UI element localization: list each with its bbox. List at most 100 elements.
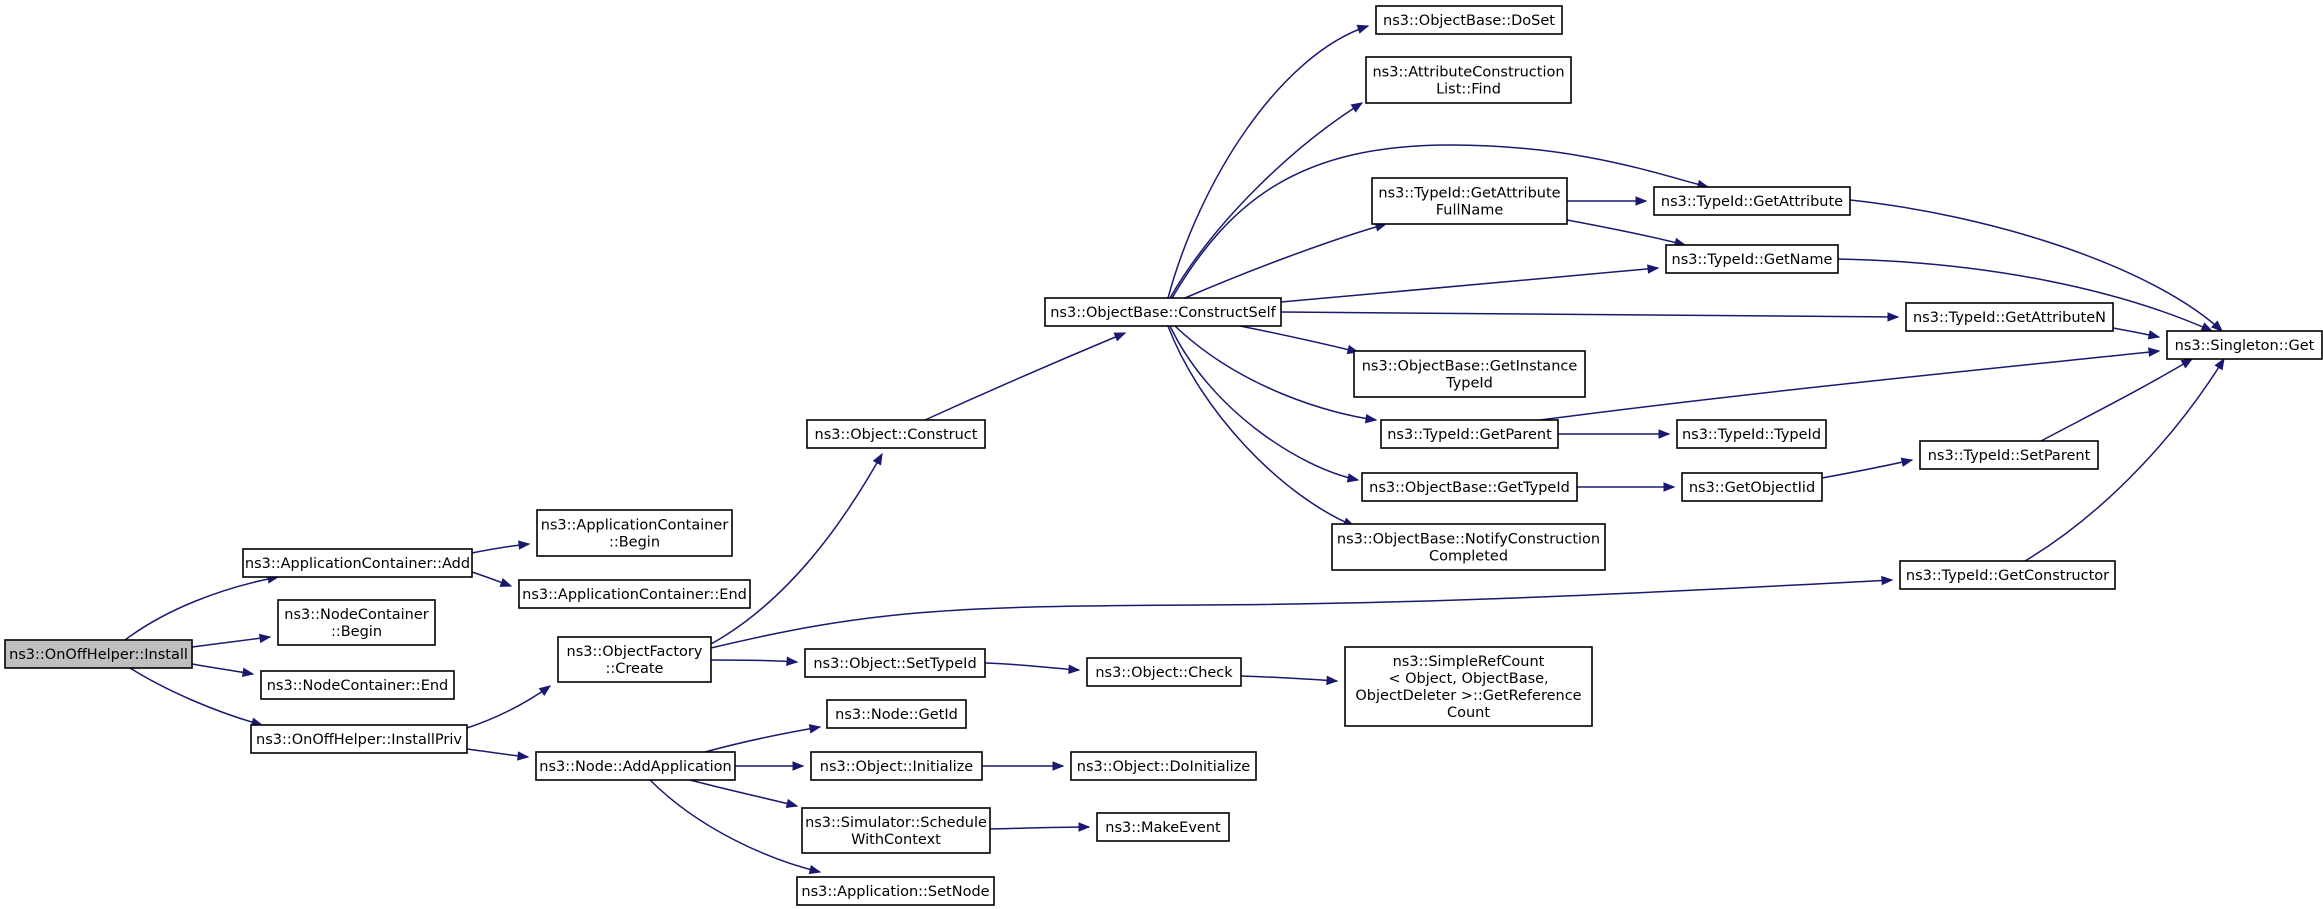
node-box xyxy=(801,807,991,854)
node-singleton-get[interactable]: ns3::Singleton::Get xyxy=(2166,330,2323,360)
node-label: ns3::Object::Check xyxy=(1095,665,1233,681)
edge-line xyxy=(1240,675,1338,682)
node-obj-init[interactable]: ns3::Object::Initialize xyxy=(810,751,983,781)
node-box xyxy=(796,876,995,906)
node-appc-end[interactable]: ns3::ApplicationContainer::End xyxy=(518,579,751,609)
node-appc-begin[interactable]: ns3::ApplicationContainer::Begin xyxy=(536,509,733,557)
edge-arrowhead xyxy=(808,864,822,875)
edge-install_priv-to-node_addapp xyxy=(466,748,530,761)
node-box xyxy=(1070,751,1257,781)
edge-arrowhead xyxy=(2214,357,2225,371)
edge-tid_getattrfull-to-tid_getattr xyxy=(1567,196,1648,206)
node-obj-settypeid[interactable]: ns3::Object::SetTypeId xyxy=(804,648,986,678)
node-ob-gettypeid[interactable]: ns3::ObjectBase::GetTypeId xyxy=(1361,472,1578,502)
node-tid-setparent[interactable]: ns3::TypeId::SetParent xyxy=(1919,440,2099,470)
node-label: ns3::ApplicationContainer::Add xyxy=(245,556,470,572)
edge-arrowhead xyxy=(872,452,883,466)
edge-arrowhead xyxy=(517,751,530,761)
edge-line xyxy=(1184,223,1387,299)
edge-line xyxy=(710,579,1893,649)
node-ob-notify[interactable]: ns3::ObjectBase::NotifyConstructionCompl… xyxy=(1331,523,1606,571)
node-node-getid[interactable]: ns3::Node::GetId xyxy=(826,699,967,729)
node-install-priv[interactable]: ns3::OnOffHelper::InstallPriv xyxy=(250,724,468,754)
node-ob-construct[interactable]: ns3::ObjectBase::ConstructSelf xyxy=(1044,297,1282,327)
edge-ob_construct-to-ob_getinst xyxy=(1239,325,1360,355)
edge-arrowhead xyxy=(1356,24,1370,34)
node-tid-typeid[interactable]: ns3::TypeId::TypeId xyxy=(1676,419,1827,449)
edge-line xyxy=(1539,350,2160,421)
edge-line xyxy=(649,779,821,873)
node-label: ::Begin xyxy=(609,535,660,551)
edge-of_create-to-obj_settypeid xyxy=(710,656,799,666)
edge-arrowhead xyxy=(1647,264,1660,274)
edge-arrowhead xyxy=(785,798,799,809)
edge-line xyxy=(710,659,798,663)
edge-arrowhead xyxy=(2211,320,2223,332)
node-box xyxy=(1365,56,1572,104)
edge-arrowhead xyxy=(1113,332,1127,342)
node-tid-getctor[interactable]: ns3::TypeId::GetConstructor xyxy=(1899,560,2116,590)
edge-arrowhead xyxy=(538,685,552,696)
node-tid-getattrn[interactable]: ns3::TypeId::GetAttributeN xyxy=(1905,302,2114,332)
edge-line xyxy=(124,576,279,641)
node-appc-add[interactable]: ns3::ApplicationContainer::Add xyxy=(242,548,473,578)
node-ob-doset[interactable]: ns3::ObjectBase::DoSet xyxy=(1375,5,1563,35)
node-box xyxy=(536,509,733,557)
edge-line xyxy=(704,726,821,753)
node-box xyxy=(1899,560,2116,590)
edge-obj_init-to-obj_doinit xyxy=(982,761,1065,771)
node-app-setnode[interactable]: ns3::Application::SetNode xyxy=(796,876,995,906)
node-nodec-begin[interactable]: ns3::NodeContainer::Begin xyxy=(277,599,436,646)
node-getobjectiid[interactable]: ns3::GetObjectIid xyxy=(1681,472,1823,502)
edge-ob_gettypeid-to-getobjectiid xyxy=(1576,482,1676,492)
edge-line xyxy=(1174,325,1377,421)
edge-arrowhead xyxy=(2200,322,2214,332)
edge-ob_construct-to-ob_gettypeid xyxy=(1169,325,1360,483)
node-nodec-end[interactable]: ns3::NodeContainer::End xyxy=(260,670,455,700)
edge-tid_getparent-to-singleton_get xyxy=(1539,347,2161,421)
node-label: ns3::ObjectBase::ConstructSelf xyxy=(1050,305,1276,321)
edge-getobjectiid-to-tid_setparent xyxy=(1821,457,1914,479)
node-box xyxy=(1371,177,1568,225)
node-label: ns3::TypeId::TypeId xyxy=(1682,427,1821,443)
edge-arrowhead xyxy=(2147,330,2161,340)
nodes: ns3::OnOffHelper::Installns3::Applicatio… xyxy=(4,5,2323,906)
edge-line xyxy=(1169,325,1359,481)
edge-arrowhead xyxy=(1068,664,1081,675)
node-box xyxy=(1919,440,2099,470)
node-label: ns3::Object::Construct xyxy=(815,427,978,443)
edge-tid_setparent-to-singleton_get xyxy=(2040,358,2194,442)
node-box xyxy=(1653,186,1851,216)
node-install[interactable]: ns3::OnOffHelper::Install xyxy=(4,639,193,669)
edge-arrowhead xyxy=(1078,822,1091,832)
node-node-addapp[interactable]: ns3::Node::AddApplication xyxy=(535,751,736,781)
node-label: ::Begin xyxy=(331,624,382,640)
edge-line xyxy=(1821,459,1913,479)
edge-tid_getattrn-to-singleton_get xyxy=(2112,327,2161,340)
node-tid-getname[interactable]: ns3::TypeId::GetName xyxy=(1665,244,1839,274)
node-obj-construct[interactable]: ns3::Object::Construct xyxy=(806,419,986,449)
node-of-create[interactable]: ns3::ObjectFactory::Create xyxy=(557,636,712,683)
node-box xyxy=(535,751,736,781)
edge-line xyxy=(466,685,551,729)
node-simplerefcount[interactable]: ns3::SimpleRefCount< Object, ObjectBase,… xyxy=(1344,646,1593,727)
node-box xyxy=(260,670,455,700)
edge-appc_add-to-appc_begin xyxy=(471,540,531,554)
node-tid-getattr[interactable]: ns3::TypeId::GetAttribute xyxy=(1653,186,1851,216)
node-obj-check[interactable]: ns3::Object::Check xyxy=(1086,657,1242,687)
edge-arrowhead xyxy=(1900,457,1914,467)
node-obj-doinit[interactable]: ns3::Object::DoInitialize xyxy=(1070,751,1257,781)
node-label: Count xyxy=(1447,705,1490,721)
edge-arrowhead xyxy=(792,761,805,771)
edge-line xyxy=(129,667,263,726)
edge-node_addapp-to-node_getid xyxy=(704,724,822,753)
node-box xyxy=(242,548,473,578)
node-tid-getparent[interactable]: ns3::TypeId::GetParent xyxy=(1380,419,1559,449)
node-label: ns3::TypeId::SetParent xyxy=(1928,448,2091,464)
node-make-event[interactable]: ns3::MakeEvent xyxy=(1096,812,1230,842)
node-label: ns3::NodeContainer xyxy=(284,607,428,623)
